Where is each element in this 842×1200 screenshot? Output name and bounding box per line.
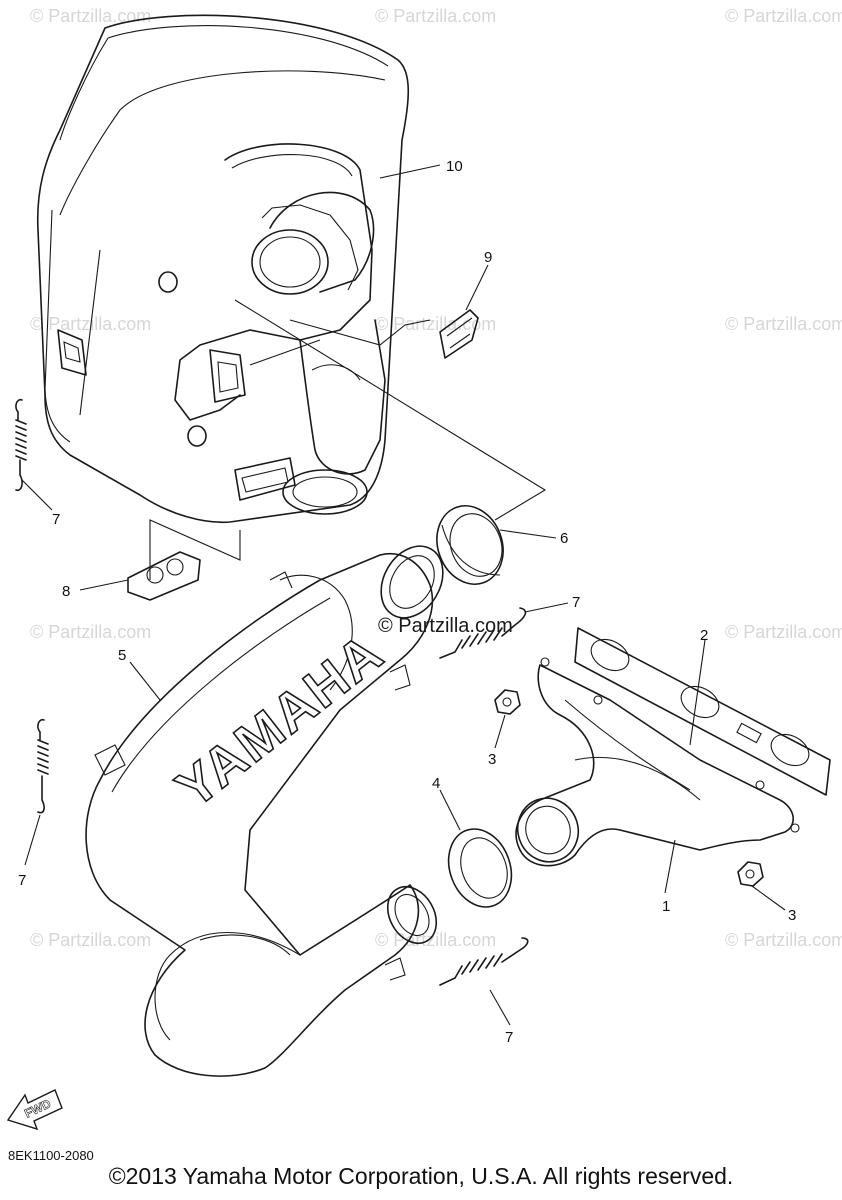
clip-8 [127,551,201,601]
watermark: © Partzilla.com [30,6,151,26]
watermark: © Partzilla.com [725,930,842,950]
callout-7: 7 [18,872,26,889]
watermark: © Partzilla.com [30,622,151,642]
callout-1: 1 [662,898,670,915]
watermarks: © Partzilla.com © Partzilla.com © Partzi… [30,6,842,950]
flange-nut-lower [737,861,764,887]
joint-ring-4 [447,828,513,908]
copyright-notice: ©2013 Yamaha Motor Corporation, U.S.A. A… [108,1163,734,1189]
spring-right-lower [439,937,529,986]
callout-3: 3 [788,907,796,924]
muffler-box [36,14,410,524]
spring-left-upper [15,398,27,492]
watermark: © Partzilla.com [375,930,496,950]
callout-8: 8 [62,583,70,600]
manifold-gasket [574,627,831,796]
exhaust-manifold [515,657,800,867]
watermark: © Partzilla.com [375,314,496,334]
fwd-arrow-icon: FWD [6,1089,63,1131]
spring-left-lower [37,718,49,814]
callout-labels: 10 9 7 6 8 7 5 2 3 7 4 1 3 7 [18,158,796,1046]
assembly-lines [149,299,547,580]
flange-nut-upper [494,689,521,715]
callout-10: 10 [446,158,463,175]
callout-9: 9 [484,249,492,266]
callout-7: 7 [505,1029,513,1046]
watermark: © Partzilla.com [30,930,151,950]
spring-right-upper [439,607,527,659]
callout-2: 2 [700,627,708,644]
watermark-center: © Partzilla.com [378,615,513,637]
joint-ring-6 [436,505,504,585]
callout-6: 6 [560,530,568,547]
leader-lines [21,164,786,1026]
callout-7: 7 [572,594,580,611]
callout-3: 3 [488,751,496,768]
clip-9 [439,309,479,359]
part-code: 8EK1100-2080 [8,1148,94,1163]
watermark: © Partzilla.com [725,622,842,642]
watermark: © Partzilla.com [725,314,842,334]
callout-5: 5 [118,647,126,664]
callout-4: 4 [432,775,440,792]
callout-7: 7 [52,511,60,528]
watermark: © Partzilla.com [375,6,496,26]
watermark: © Partzilla.com [725,6,842,26]
